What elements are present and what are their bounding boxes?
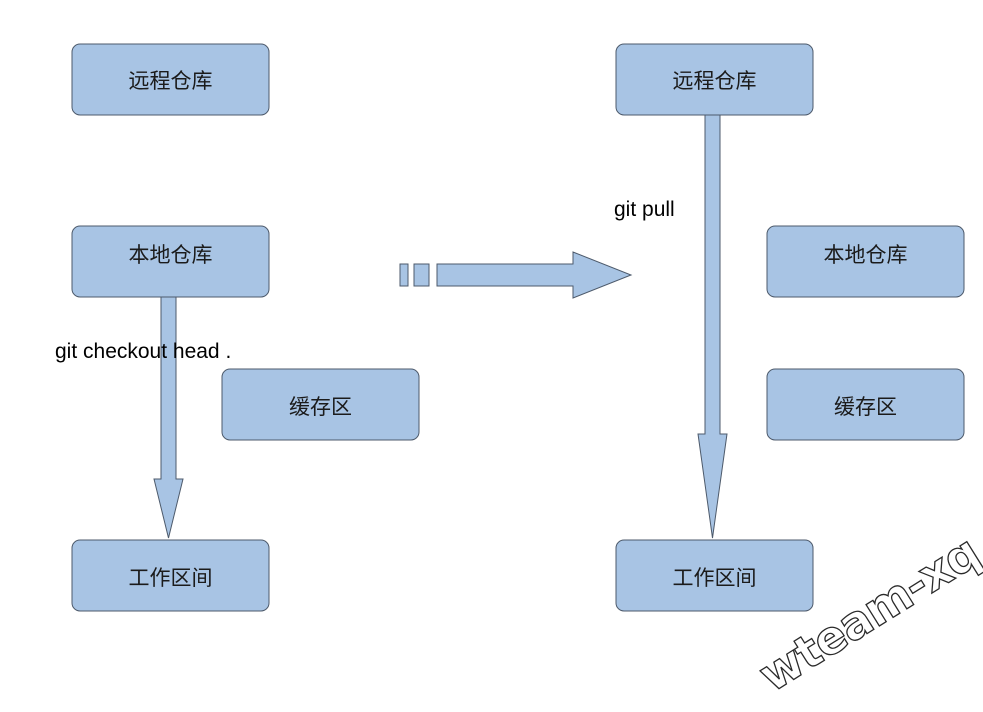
left-command-label: git checkout head . [55, 340, 231, 363]
left-staging-area-node: 缓存区 [221, 368, 420, 441]
right-staging-area-label: 缓存区 [834, 395, 897, 419]
right-down-arrow [697, 114, 728, 539]
right-remote-repo-node: 远程仓库 [615, 43, 814, 116]
right-panel: 远程仓库 本地仓库 缓存区 工作区间 git pull [614, 43, 965, 612]
left-remote-repo-box [71, 43, 270, 116]
right-working-dir-box [615, 539, 814, 612]
right-staging-area-box [766, 368, 965, 441]
left-working-dir-node: 工作区间 [71, 539, 270, 612]
right-remote-repo-label: 远程仓库 [673, 69, 757, 93]
left-local-repo-node: 本地仓库 [71, 225, 270, 298]
right-command-label: git pull [614, 198, 675, 221]
transition-arrow-body [436, 251, 633, 299]
left-working-dir-box [71, 539, 270, 612]
right-working-dir-node: 工作区间 [615, 539, 814, 612]
transition-arrow [399, 251, 633, 299]
right-staging-area-node: 缓存区 [766, 368, 965, 441]
left-remote-repo-label: 远程仓库 [129, 69, 213, 93]
left-down-arrow [153, 296, 184, 539]
right-local-repo-box [766, 225, 965, 298]
left-staging-area-label: 缓存区 [289, 395, 352, 419]
right-working-dir-label: 工作区间 [673, 566, 757, 590]
right-local-repo-node: 本地仓库 [766, 225, 965, 298]
left-panel: 远程仓库 本地仓库 缓存区 工作区间 git checkout head . [55, 43, 420, 612]
left-remote-repo-node: 远程仓库 [71, 43, 270, 116]
right-local-repo-label: 本地仓库 [824, 243, 908, 267]
left-working-dir-label: 工作区间 [129, 566, 213, 590]
left-staging-area-box [221, 368, 420, 441]
transition-arrow-tail-small [399, 263, 409, 287]
transition-arrow-tail-medium [413, 263, 430, 287]
left-local-repo-label: 本地仓库 [129, 243, 213, 267]
